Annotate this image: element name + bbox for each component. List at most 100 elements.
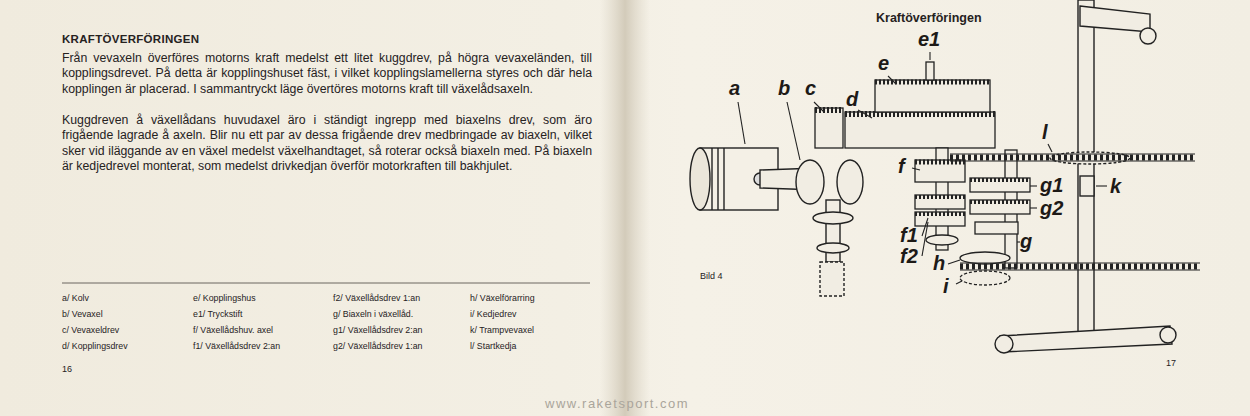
leader-lines [738, 52, 1107, 284]
gears [970, 200, 1030, 214]
parts-key-entry: l/ Startkedja [470, 341, 516, 351]
page-number: 17 [1166, 358, 1176, 368]
page-fold [600, 0, 650, 416]
page-number: 16 [62, 364, 72, 374]
gears [915, 195, 965, 209]
figure-label: Bild 4 [700, 271, 723, 281]
callout-letter: b [778, 77, 790, 99]
gears [875, 80, 990, 112]
chain [950, 154, 1200, 270]
parts-key-entry: c/ Vevaxeldrev [62, 325, 119, 335]
crankshaft [837, 160, 863, 204]
kickstart-shaft [1160, 327, 1176, 343]
callout-letter: k [1110, 175, 1121, 197]
chain [960, 270, 1200, 271]
parts-key-entry: g2/ Växellådsdrev 1:an [333, 341, 423, 351]
parts-key-entry: f1/ Växellådsdrev 2:an [193, 341, 280, 351]
gears [815, 62, 1030, 285]
chain [960, 263, 1200, 264]
leader-lines [948, 260, 960, 264]
leader-lines [1048, 144, 1052, 152]
callout-letter: e [878, 52, 889, 74]
callout-letter: c [805, 77, 816, 99]
parts-key-entry: f/ Växellådshuv. axel [193, 325, 273, 335]
callout-letter: l [1042, 121, 1048, 143]
body-paragraph: Kuggdreven å växellådans huvudaxel äro i… [62, 113, 592, 174]
leader-lines [888, 76, 896, 84]
gears [960, 271, 1010, 285]
gears [915, 160, 965, 182]
crankshaft [796, 160, 824, 204]
kickstart-shaft [995, 0, 1176, 353]
gears [815, 108, 843, 148]
callout-letter: f [898, 155, 905, 177]
crankshaft [817, 243, 849, 253]
gears [915, 212, 965, 216]
gears [915, 195, 965, 199]
gears [970, 200, 1030, 204]
piston [690, 148, 710, 210]
leader-lines [956, 281, 962, 284]
gears [975, 222, 1018, 234]
gears [970, 178, 1030, 192]
gears [926, 235, 958, 245]
chain [950, 161, 1195, 162]
piston [717, 148, 718, 210]
parts-key-entry: b/ Vevaxel [62, 309, 103, 319]
crankshaft [760, 160, 863, 296]
leader-lines [1030, 185, 1037, 186]
callout-letter: f1 [900, 224, 918, 246]
leader-lines [738, 102, 745, 144]
callout-letter: h [933, 252, 945, 274]
chain [960, 264, 1200, 270]
gears [926, 62, 934, 80]
rule-line [62, 283, 590, 284]
gears [960, 252, 1010, 264]
kickstart-shaft [1078, 0, 1094, 335]
chain [950, 155, 1195, 161]
kickstart-shaft [1000, 326, 1172, 352]
callout-letter: i [943, 275, 949, 297]
gears [845, 112, 995, 148]
crankshaft [813, 212, 853, 224]
callout-letter: g2 [1040, 197, 1063, 219]
callout-letter: a [729, 77, 740, 99]
leader-lines [912, 168, 920, 170]
crankshaft [820, 262, 844, 296]
gears [915, 212, 965, 226]
parts-key-entry: g1/ Växellådsdrev 2:an [333, 325, 423, 335]
leader-lines [1096, 185, 1107, 186]
parts-key-entry: e/ Kopplingshus [193, 293, 256, 303]
piston [711, 148, 712, 210]
kickstart-shaft [995, 335, 1013, 353]
section-heading: KRAFTÖVERFÖRINGEN [62, 33, 199, 45]
callout-letter: g [1020, 230, 1032, 252]
callout-letter: f2 [900, 245, 918, 267]
parts-key-entry: g/ Biaxeln i växellåd. [333, 309, 413, 319]
leader-lines [858, 110, 872, 118]
parts-key-entry: k/ Trampvevaxel [470, 325, 534, 335]
page-heading: Kraftöverföringen [876, 11, 982, 25]
leader-lines [1030, 207, 1037, 208]
parts-key-entry: d/ Kopplingsdrev [62, 341, 128, 351]
parts-key-entry: a/ Kolv [62, 293, 89, 303]
gears [970, 178, 1030, 182]
parts-key-entry: i/ Kedjedrev [470, 309, 516, 319]
leader-lines [787, 102, 800, 160]
watermark: www.raketsport.com [545, 396, 689, 411]
parts-key-entry: h/ Växelförarring [470, 293, 535, 303]
kickstart-shaft [1080, 176, 1094, 196]
parts-key-entry: f2/ Växellådsdrev 1:an [333, 293, 420, 303]
leader-lines [922, 222, 928, 256]
piston [723, 148, 724, 210]
parts-key-entry: e1/ Tryckstift [193, 309, 242, 319]
leader-lines [814, 102, 824, 112]
leader-lines [1017, 241, 1020, 242]
callout-letter: g1 [1040, 174, 1063, 196]
body-paragraph: Från vevaxeln överföres motorns kraft me… [62, 51, 592, 97]
chain [950, 154, 1195, 155]
callout-letter: e1 [918, 28, 940, 50]
callout-letter: d [846, 88, 858, 110]
leader-lines [929, 52, 930, 60]
